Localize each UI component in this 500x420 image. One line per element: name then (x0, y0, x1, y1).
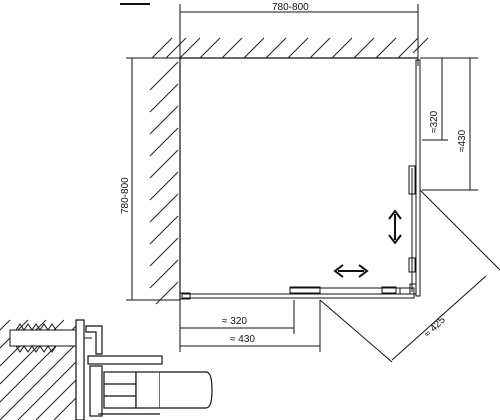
bottom-upper-label: ≈ 320 (222, 316, 247, 327)
left-wall-hatching (149, 61, 179, 305)
bottom-lower-label: ≈ 430 (230, 334, 255, 345)
bottom-front-panel (179, 286, 415, 300)
profile-detail-frame-profile (75, 319, 213, 420)
right-upper-label: ≈320 (429, 110, 440, 133)
top-width-dimension (120, 3, 419, 58)
double-arrow-horizontal-icon (333, 264, 369, 278)
top-width-label: 780-800 (272, 2, 309, 13)
right-dimensions (420, 57, 478, 191)
double-arrow-vertical-icon (388, 209, 402, 245)
right-side-panel (408, 56, 421, 297)
left-height-dimension (126, 57, 180, 301)
left-height-label: 780-800 (120, 177, 131, 214)
diagonal-label: ≈ 425 (422, 314, 448, 340)
bottom-dimensions (179, 300, 321, 352)
right-lower-label: ≈430 (457, 129, 468, 152)
wall-outline (179, 57, 418, 300)
top-wall-hatching (151, 37, 429, 59)
diagonal-dimension (319, 189, 500, 363)
